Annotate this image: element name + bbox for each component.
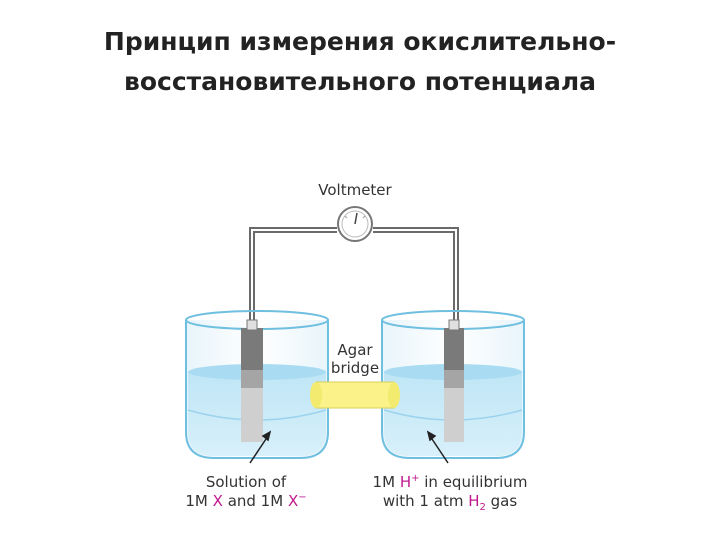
- slide-title: Принцип измерения окислительно- восстано…: [0, 22, 720, 102]
- left-caption-line-1: Solution of: [206, 473, 287, 491]
- left-beaker: [185, 310, 329, 459]
- needle-icon: [354, 212, 358, 225]
- agar-bridge: [310, 381, 400, 409]
- bridge-label-line-2: bridge: [331, 359, 379, 377]
- left-caption-line-2: 1M X and 1M X−: [185, 492, 306, 510]
- left-caption: Solution of 1M X and 1M X−: [185, 473, 306, 510]
- bridge-label-line-1: Agar: [337, 341, 373, 359]
- wire-circuit: [249, 227, 459, 322]
- voltmeter-label: Voltmeter: [318, 181, 392, 199]
- right-arrow-icon: [426, 430, 449, 464]
- left-electrode: [241, 328, 263, 370]
- right-caption-line-2: with 1 atm H2 gas: [383, 492, 517, 513]
- right-beaker: [381, 310, 525, 459]
- right-electrode: [444, 328, 464, 370]
- title-line-2: восстановительного потенциала: [124, 67, 596, 96]
- title-line-1: Принцип измерения окислительно-: [103, 27, 617, 56]
- left-arrow-icon: [249, 430, 272, 464]
- right-caption-line-1: 1M H+ in equilibrium: [373, 473, 528, 491]
- right-caption: 1M H+ in equilibrium with 1 atm H2 gas: [373, 473, 528, 513]
- voltmeter-dial: [337, 206, 373, 242]
